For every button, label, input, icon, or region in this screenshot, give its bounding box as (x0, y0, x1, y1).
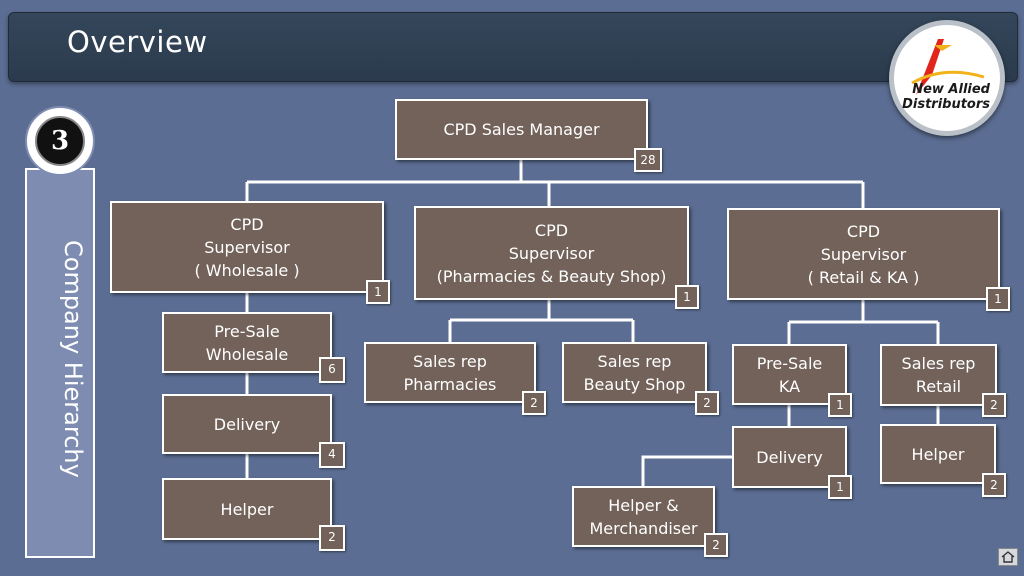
node-helper-wholesale: Helper (162, 478, 332, 540)
node-helper-retail: Helper (880, 424, 996, 484)
node-delivery-wholesale: Delivery (162, 394, 332, 454)
node-supervisor-wholesale: CPD Supervisor ( Wholesale ) (110, 201, 384, 293)
node-sales-rep-beauty-shop: Sales rep Beauty Shop (562, 342, 707, 403)
count-cpd-sales-manager: 28 (634, 148, 662, 172)
node-cpd-sales-manager: CPD Sales Manager (395, 99, 648, 160)
home-icon[interactable] (998, 548, 1018, 566)
node-delivery-ka: Delivery (732, 426, 847, 488)
count-helper-retail: 2 (982, 473, 1006, 497)
count-sales-rep-retail: 2 (982, 393, 1006, 417)
count-sales-rep-pharmacies: 2 (522, 391, 546, 415)
section-number-badge: 3 (25, 106, 95, 176)
count-helper-wholesale: 2 (319, 525, 345, 551)
node-sales-rep-pharmacies: Sales rep Pharmacies (364, 342, 536, 403)
page-title: Overview (67, 25, 208, 59)
node-supervisor-retail: CPD Supervisor ( Retail & KA ) (727, 208, 1000, 300)
count-presale-wholesale: 6 (319, 357, 345, 383)
count-delivery-wholesale: 4 (319, 442, 345, 468)
count-helper-merchandiser: 2 (704, 533, 728, 557)
node-presale-ka: Pre-Sale KA (732, 344, 847, 405)
count-sales-rep-beauty-shop: 2 (695, 391, 719, 415)
count-delivery-ka: 1 (828, 475, 852, 499)
logo-text-line2: Distributors (902, 97, 990, 112)
section-number: 3 (35, 116, 85, 166)
logo-text-line1: New Allied (912, 82, 990, 97)
count-supervisor-wholesale: 1 (366, 280, 390, 304)
count-presale-ka: 1 (828, 393, 852, 417)
logo-arrow-icon (911, 39, 985, 95)
node-presale-wholesale: Pre-Sale Wholesale (162, 312, 332, 373)
count-supervisor-retail: 1 (986, 287, 1010, 311)
company-logo: New Allied Distributors (889, 20, 1005, 136)
node-supervisor-pharmacies: CPD Supervisor (Pharmacies & Beauty Shop… (414, 206, 689, 300)
node-sales-rep-retail: Sales rep Retail (880, 344, 997, 406)
count-supervisor-pharmacies: 1 (675, 285, 699, 309)
home-glyph-icon (1001, 551, 1015, 563)
section-side-panel: Company Hierarchy (25, 168, 95, 558)
node-helper-merchandiser: Helper & Merchandiser (572, 486, 715, 547)
header-bar: Overview (8, 12, 1018, 82)
